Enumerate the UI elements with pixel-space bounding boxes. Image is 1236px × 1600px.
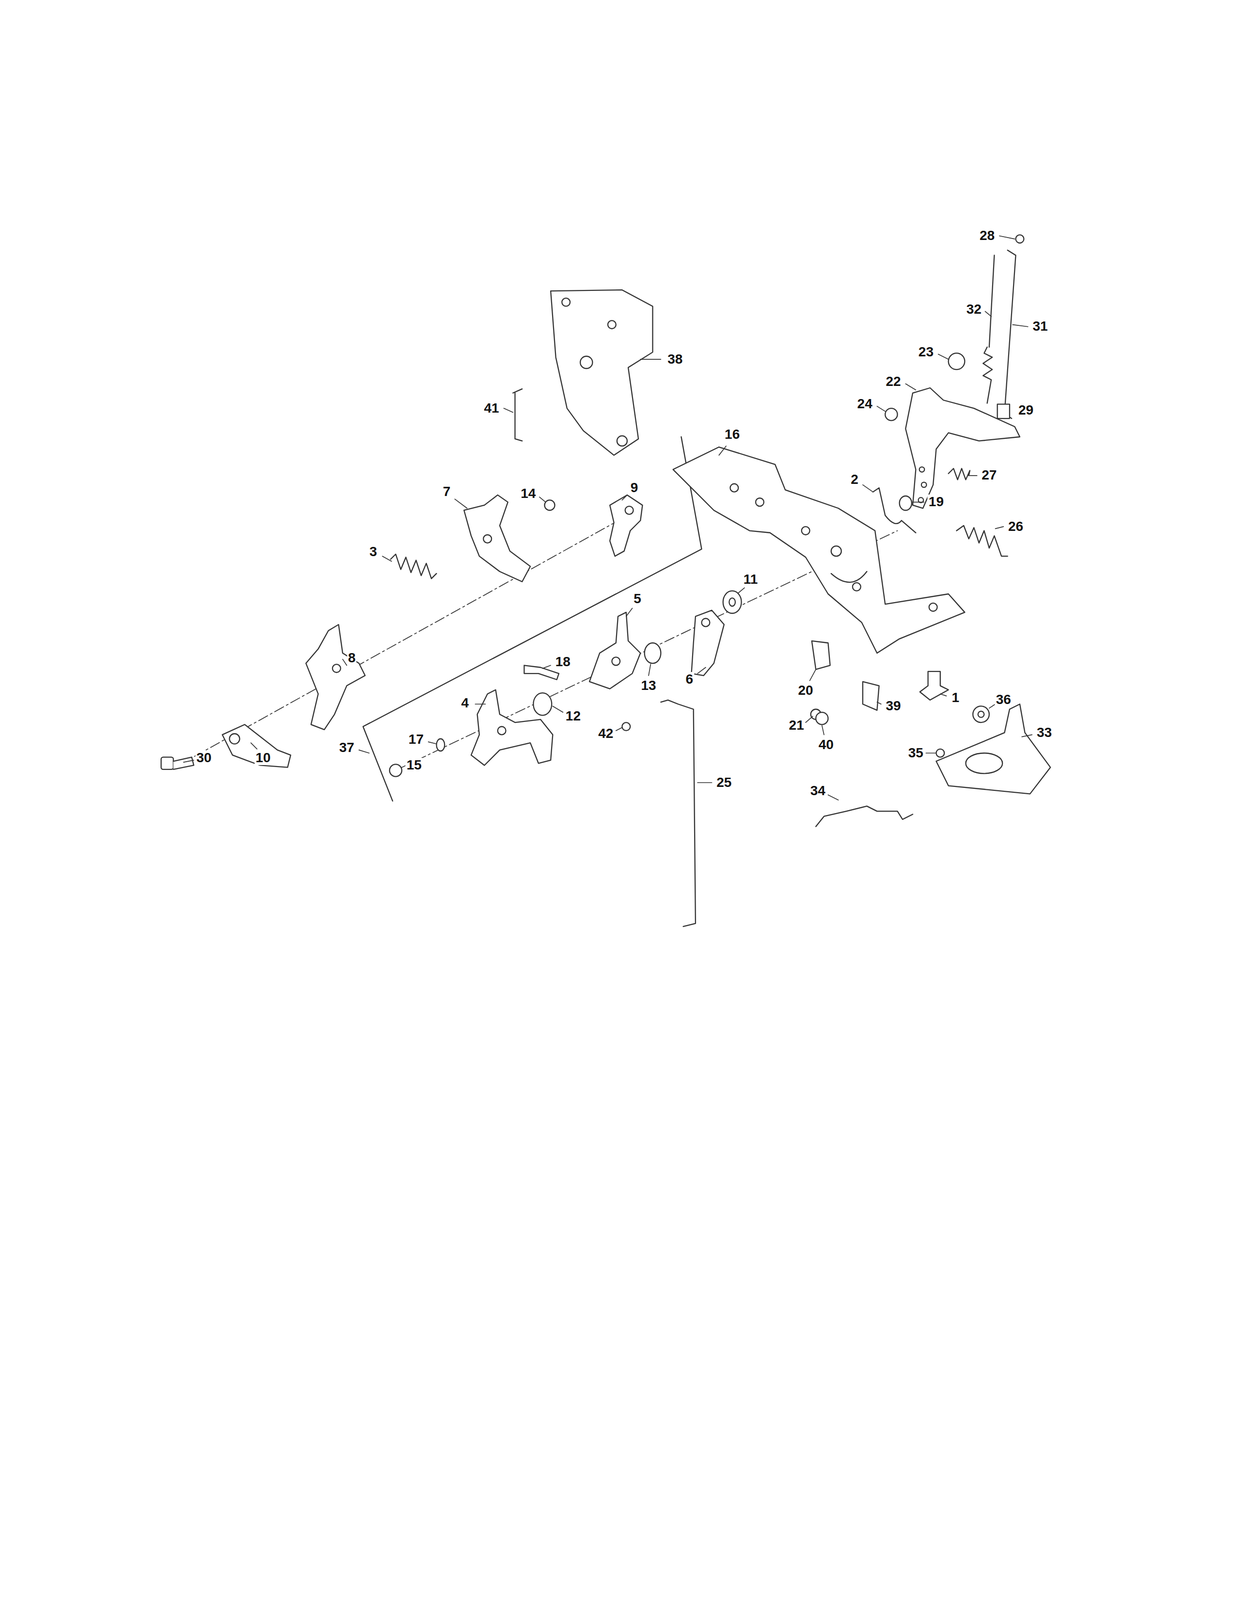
callout-number: 26 [1007, 519, 1025, 534]
callout-number: 41 [483, 400, 501, 416]
callout-number: 1 [950, 690, 961, 705]
callout-number: 33 [1035, 725, 1053, 740]
callout-number: 13 [640, 678, 658, 693]
callout-number: 17 [407, 731, 425, 747]
callout-number: 5 [632, 591, 643, 606]
callout-number: 16 [723, 427, 741, 442]
callout-number: 22 [884, 374, 902, 389]
callout-number: 28 [978, 228, 996, 243]
callout-number: 37 [338, 740, 356, 755]
callout-number: 20 [797, 682, 815, 698]
callout-number: 6 [684, 671, 695, 687]
callout-number: 40 [817, 737, 835, 752]
callout-number: 2 [849, 472, 860, 487]
callout-number: 19 [927, 494, 945, 509]
callout-number: 8 [347, 650, 357, 666]
callout-number: 42 [597, 726, 615, 741]
callout-number: 24 [856, 396, 874, 412]
callout-number: 18 [554, 654, 572, 669]
callout-number: 32 [965, 301, 983, 317]
callout-number: 7 [442, 484, 452, 499]
callout-number: 38 [666, 351, 684, 367]
callout-number: 23 [917, 344, 935, 360]
callout-number: 9 [629, 480, 640, 495]
callout-number: 36 [995, 692, 1013, 707]
callout-number: 15 [405, 757, 423, 773]
callout-number: 30 [195, 750, 213, 765]
callout-number: 11 [742, 571, 760, 587]
callout-number: 27 [980, 467, 998, 483]
callout-number: 4 [460, 695, 471, 711]
callout-number: 35 [907, 745, 925, 761]
callout-number: 14 [519, 486, 537, 501]
callout-number: 31 [1031, 318, 1049, 334]
callout-number: 34 [809, 783, 827, 798]
callout-number: 12 [564, 708, 582, 724]
callout-number: 10 [254, 750, 272, 765]
callout-number: 39 [884, 698, 902, 714]
callout-number: 21 [788, 717, 806, 733]
callout-number: 3 [368, 544, 379, 559]
callout-number: 25 [715, 775, 733, 790]
callout-number: 29 [1017, 402, 1035, 418]
